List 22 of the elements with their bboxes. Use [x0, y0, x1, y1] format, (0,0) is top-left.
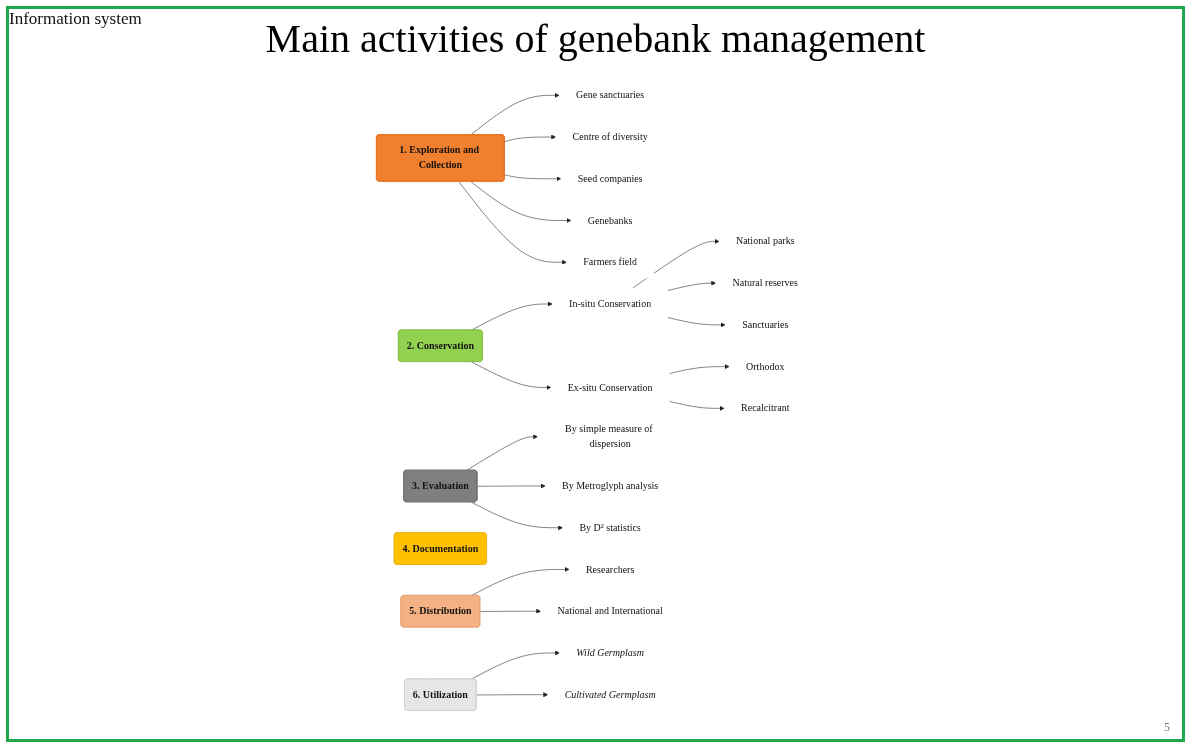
node-text: Wild Germplasm — [576, 647, 644, 659]
node-text: Centre of diversity — [572, 131, 648, 143]
title: Main activities of genebank management — [265, 15, 926, 62]
node-text: Genebanks — [587, 214, 633, 226]
node-text: Seed companies — [577, 172, 643, 185]
node-text: Researchers — [585, 563, 635, 575]
node-text: Orthodox — [746, 360, 785, 372]
node-text: In-situ Conservation — [569, 298, 652, 310]
node-text: Gene sanctuaries — [576, 89, 645, 101]
node-text: National and International — [557, 605, 663, 617]
node-text: Sanctuaries — [742, 319, 789, 331]
node-text: By simple measure of dispersion — [565, 423, 653, 450]
node-text: Ex-situ Conservation — [567, 381, 653, 393]
node-text: By D² statistics — [579, 521, 641, 534]
node-text: Natural reserves — [732, 277, 798, 289]
page-number: 5 — [1164, 720, 1170, 734]
node-text: Farmers field — [583, 256, 637, 268]
node-text: Recalcitrant — [741, 402, 790, 414]
node-text: National parks — [735, 235, 795, 247]
note-text: Information system — [9, 9, 142, 29]
node-text: Cultivated Germplasm — [564, 688, 656, 700]
node-text: By Metroglyph analysis — [561, 480, 659, 492]
